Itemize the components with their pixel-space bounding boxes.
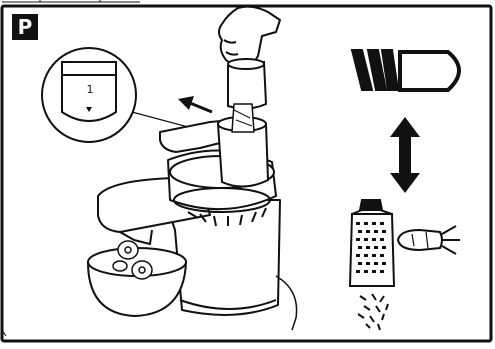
power-cord — [275, 275, 298, 331]
carrot-icon — [396, 225, 460, 255]
dial-pointer-icon — [86, 107, 92, 112]
corner-mark — [1, 329, 7, 337]
mixing-bowl — [86, 247, 188, 318]
hand-icon — [218, 5, 281, 70]
carrot-slices-icon — [112, 240, 153, 280]
vertical-double-arrow-icon — [390, 117, 420, 193]
dial-number: 1 — [86, 83, 94, 96]
grated-shreds-icon — [357, 293, 389, 331]
push-direction-arrow-icon — [178, 96, 213, 114]
kitchen-machine — [97, 103, 281, 316]
rotation-lines — [187, 207, 267, 227]
panel-label: P — [12, 14, 38, 40]
slicer-blade-icon — [350, 49, 461, 92]
food-pusher — [227, 58, 268, 110]
box-grater-icon — [348, 199, 396, 287]
